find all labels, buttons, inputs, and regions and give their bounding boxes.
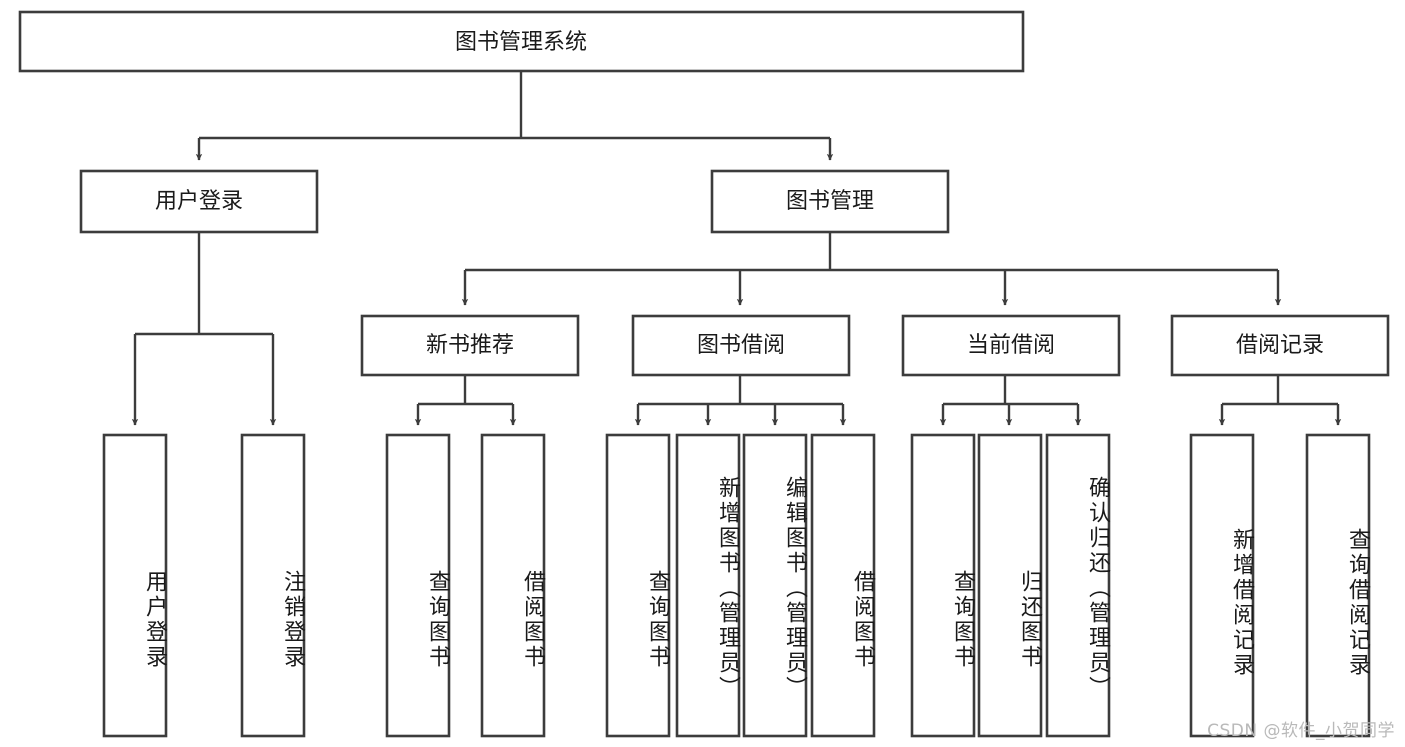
node-leaf-logout[interactable] (240, 433, 306, 738)
node-leaf-add-record[interactable] (1189, 433, 1255, 738)
node-leaf-query-book-2[interactable] (605, 433, 671, 738)
node-leaf-borrow-book-2[interactable] (810, 433, 876, 738)
node-book-borrow-label: 图书借阅 (697, 333, 785, 358)
node-leaf-query-book-1[interactable] (385, 433, 451, 738)
node-current-borrow-label: 当前借阅 (967, 333, 1055, 358)
node-leaf-borrow-book-1[interactable] (480, 433, 546, 738)
node-leaf-user-login[interactable] (102, 433, 168, 738)
connector-currentborrow-to-leaves (939, 376, 1082, 426)
node-book-manage[interactable]: 图书管理 (710, 169, 950, 234)
node-leaf-query-record[interactable] (1305, 433, 1371, 738)
node-book-manage-label: 图书管理 (786, 189, 874, 214)
node-user-login[interactable]: 用户登录 (79, 169, 319, 234)
node-borrow-record[interactable]: 借阅记录 (1170, 314, 1390, 377)
connector-bookmanage-to-level3 (461, 233, 1282, 306)
node-leaf-add-book[interactable] (675, 433, 741, 738)
connector-userlogin-to-leaves (131, 233, 277, 426)
node-leaf-return-book[interactable] (977, 433, 1043, 738)
node-borrow-record-label: 借阅记录 (1236, 333, 1324, 358)
node-book-borrow[interactable]: 图书借阅 (631, 314, 851, 377)
connector-newbook-to-leaves (414, 376, 517, 426)
node-root[interactable]: 图书管理系统 (18, 10, 1025, 73)
connector-borrowrecord-to-leaves (1218, 376, 1342, 426)
node-leaf-query-book-3[interactable] (910, 433, 976, 738)
node-leaf-edit-book[interactable] (742, 433, 808, 738)
connector-bookborrow-to-leaves (634, 376, 847, 426)
connector-root-to-level2 (195, 71, 834, 161)
node-leaf-confirm-return[interactable] (1045, 433, 1111, 738)
node-new-book-rec[interactable]: 新书推荐 (360, 314, 580, 377)
node-root-label: 图书管理系统 (455, 30, 587, 55)
node-current-borrow[interactable]: 当前借阅 (901, 314, 1121, 377)
node-user-login-label: 用户登录 (155, 189, 243, 214)
node-new-book-rec-label: 新书推荐 (426, 333, 514, 358)
csdn-watermark: CSDN @软件_小贺同学 (1207, 721, 1395, 741)
